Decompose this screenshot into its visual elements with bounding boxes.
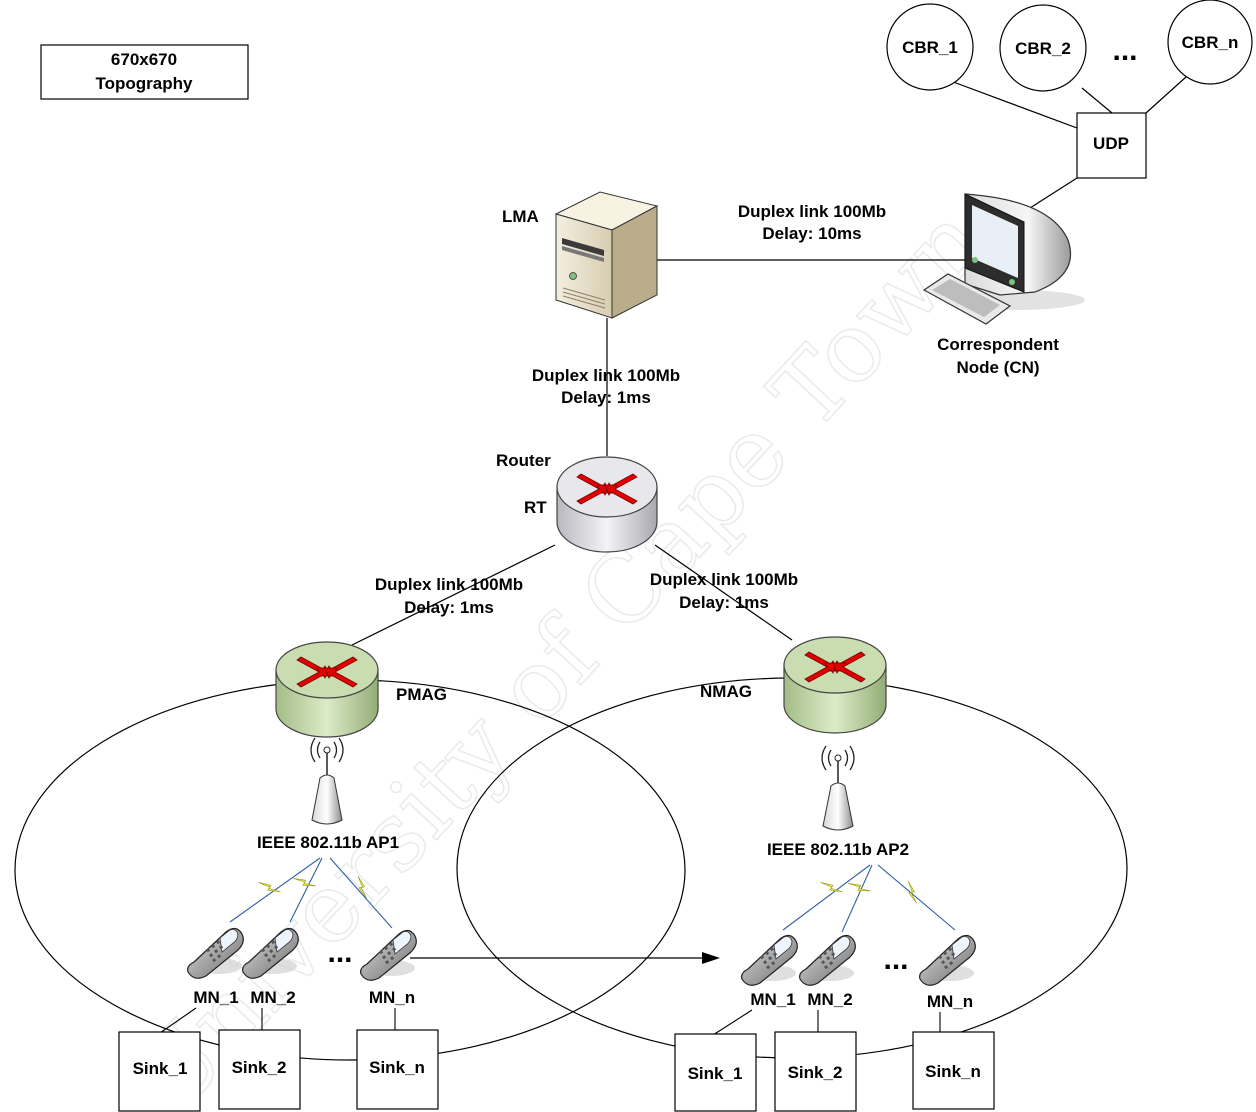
- nmag-router: NMAG: [700, 636, 887, 734]
- udp-box: UDP: [1076, 112, 1147, 179]
- right-mn-2-label: MN_2: [807, 990, 852, 1009]
- pmag-label: PMAG: [396, 685, 447, 704]
- rt-nmag-link: [654, 544, 793, 641]
- left-mobile-nodes: ... MN_1 MN_2 MN_n: [187, 927, 417, 1007]
- svg-text:Sink_2: Sink_2: [232, 1058, 287, 1077]
- left-mn-1-label: MN_1: [193, 988, 238, 1007]
- ap1-label: IEEE 802.11b AP1: [257, 833, 399, 852]
- topography-line2: Topography: [96, 74, 193, 93]
- link-label-rt-nmag: Duplex link 100Mb Delay: 1ms: [650, 570, 798, 612]
- handover-arrow: [410, 952, 720, 964]
- pmag-router: PMAG: [275, 641, 447, 738]
- router-label: Router: [496, 451, 551, 470]
- lma-server: LMA: [502, 191, 659, 319]
- cn-label-line1: Correspondent: [937, 335, 1059, 354]
- nmag-label: NMAG: [700, 682, 752, 701]
- svg-text:Delay: 1ms: Delay: 1ms: [561, 388, 651, 407]
- left-sinks: Sink_1 Sink_2 Sink_n: [118, 1029, 439, 1112]
- svg-text:Duplex link 100Mb: Duplex link 100Mb: [650, 570, 798, 589]
- svg-text:Sink_1: Sink_1: [688, 1064, 743, 1083]
- cbrn-udp-link: [1145, 76, 1187, 114]
- topography-line1: 670x670: [111, 50, 177, 69]
- cn-label-line2: Node (CN): [956, 358, 1039, 377]
- cbr-n-node: CBR_n: [1167, 0, 1253, 85]
- svg-text:Duplex link 100Mb: Duplex link 100Mb: [375, 575, 523, 594]
- cbr-1-node: CBR_1: [886, 3, 974, 91]
- rt-pmag-link: [351, 544, 556, 646]
- ap2-label: IEEE 802.11b AP2: [767, 840, 909, 859]
- right-mn-2-phone-icon: [798, 934, 856, 986]
- right-mn-1-label: MN_1: [750, 990, 795, 1009]
- cbr-2-label: CBR_2: [1015, 39, 1071, 58]
- right-sink-1: Sink_1: [674, 1033, 757, 1112]
- left-sink-n: Sink_n: [356, 1029, 439, 1110]
- svg-text:Delay: 1ms: Delay: 1ms: [404, 598, 494, 617]
- svg-text:Duplex link 100Mb: Duplex link 100Mb: [738, 202, 886, 221]
- cbr1-udp-link: [947, 79, 1078, 129]
- cbr-n-label: CBR_n: [1182, 33, 1239, 52]
- cbr-2-node: CBR_2: [999, 4, 1087, 92]
- right-mn-1-phone-icon: [740, 934, 798, 986]
- left-mn-2-label: MN_2: [250, 988, 295, 1007]
- svg-text:Delay: 10ms: Delay: 10ms: [762, 224, 861, 243]
- svg-text:Sink_n: Sink_n: [925, 1062, 981, 1081]
- cbr-udp-group: CBR_1 CBR_2 ... CBR_n UDP: [886, 0, 1253, 209]
- left-mn-n-label: MN_n: [369, 988, 415, 1007]
- udp-label: UDP: [1093, 134, 1129, 153]
- right-sink-links: [712, 1009, 941, 1036]
- correspondent-node-computer: Correspondent Node (CN): [922, 193, 1085, 377]
- left-mn-ellipsis: ...: [327, 936, 352, 969]
- udp-cn-link: [1029, 177, 1078, 209]
- right-mobile-nodes: ... MN_1 MN_2 MN_n: [740, 934, 976, 1011]
- ap2-antenna: IEEE 802.11b AP2: [767, 745, 909, 859]
- right-mn-n-phone-icon: [918, 934, 976, 986]
- cbr2-udp-link: [1081, 87, 1113, 114]
- router-id-label: RT: [524, 498, 547, 517]
- link-label-lma-rt: Duplex link 100Mb Delay: 1ms: [532, 366, 680, 407]
- ap1-antenna: IEEE 802.11b AP1: [257, 737, 399, 852]
- cbr-1-label: CBR_1: [902, 38, 958, 57]
- svg-text:Sink_1: Sink_1: [133, 1059, 188, 1078]
- right-mn-n-label: MN_n: [927, 992, 973, 1011]
- svg-text:Sink_n: Sink_n: [369, 1058, 425, 1077]
- svg-text:Delay: 1ms: Delay: 1ms: [679, 593, 769, 612]
- left-sink-links: [159, 1007, 396, 1034]
- left-sink-2: Sink_2: [218, 1029, 301, 1110]
- left-sink-1: Sink_1: [118, 1031, 201, 1112]
- svg-text:Duplex link 100Mb: Duplex link 100Mb: [532, 366, 680, 385]
- right-mn-ellipsis: ...: [883, 943, 908, 976]
- right-sinks: Sink_1 Sink_2 Sink_n: [674, 1031, 995, 1112]
- cbr-ellipsis: ...: [1112, 34, 1137, 67]
- link-label-lma-cn: Duplex link 100Mb Delay: 10ms: [738, 202, 886, 243]
- right-sink-2: Sink_2: [774, 1031, 857, 1112]
- router-rt: Router RT: [496, 451, 658, 553]
- svg-text:Sink_2: Sink_2: [788, 1063, 843, 1082]
- topography-box: 670x670 Topography: [40, 44, 249, 100]
- right-wireless-links: [782, 864, 956, 933]
- right-sink-n: Sink_n: [912, 1031, 995, 1110]
- link-label-rt-pmag: Duplex link 100Mb Delay: 1ms: [375, 575, 523, 617]
- lma-label: LMA: [502, 207, 539, 226]
- right-bolt-1: [820, 875, 843, 899]
